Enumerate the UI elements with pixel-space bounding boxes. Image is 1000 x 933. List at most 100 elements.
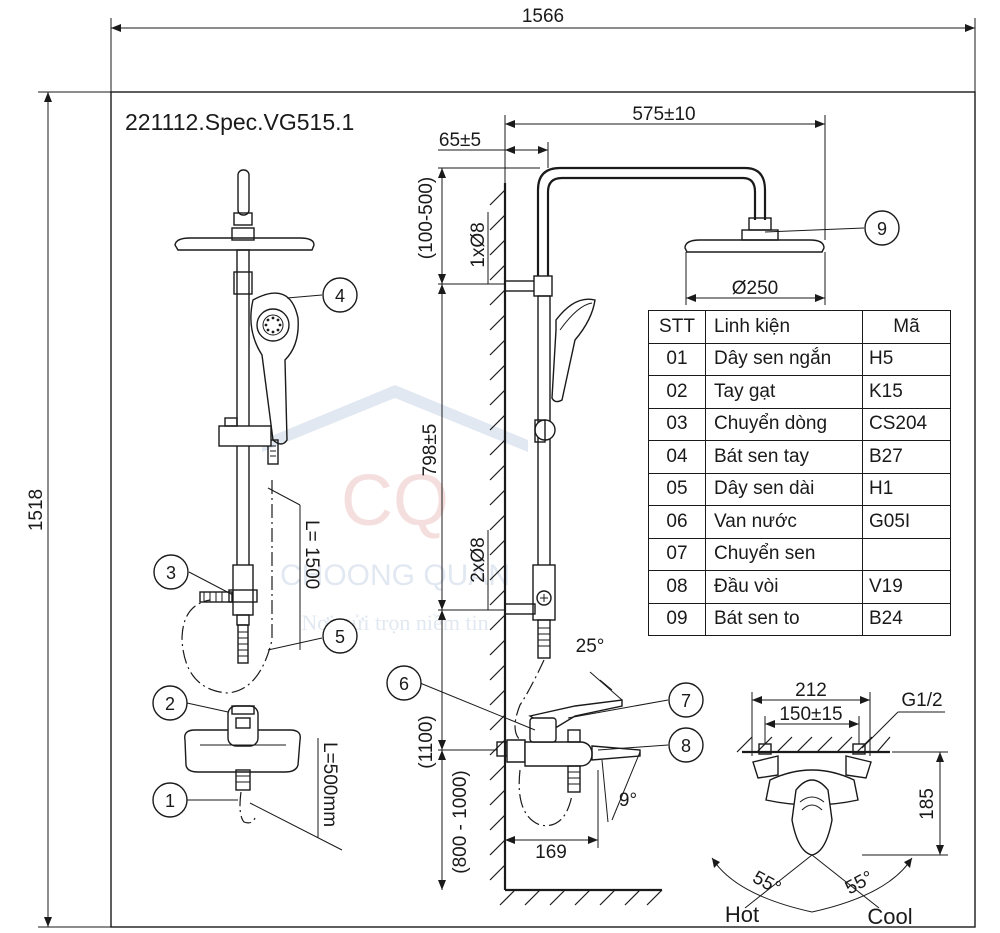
bottom-bracket-label: 2xØ8 [468, 537, 489, 582]
cool-angle-label: 55° [842, 867, 877, 899]
diverter-side [532, 564, 556, 621]
row-component: Dây sen ngắn [705, 342, 863, 376]
table-header-row: STT Linh kiện Mã [648, 310, 951, 344]
hand-shower-icon [250, 292, 299, 445]
watermark-name: CHOONG QUÂN [280, 559, 510, 592]
row-stt: 05 [648, 472, 706, 506]
front-view-shower [174, 169, 315, 824]
mixer-body-icon [184, 729, 301, 773]
top-range-label: (100-500) [416, 177, 437, 259]
spout-reach-label: 169 [535, 842, 567, 863]
row-code: H5 [862, 342, 951, 376]
rain-head-icon [174, 237, 315, 251]
row-stt: 07 [648, 537, 706, 571]
header-stt: STT [648, 310, 706, 344]
row-component: Bát sen to [705, 602, 863, 636]
row-component: Chuyển sen [705, 537, 863, 571]
row-stt: 06 [648, 505, 706, 539]
row-stt: 08 [648, 570, 706, 604]
hose-short-label: L=500mm [319, 742, 340, 827]
row-component: Dây sen dài [705, 472, 863, 506]
row-component: Van nước [705, 505, 863, 539]
spout-side [591, 745, 641, 761]
top-bracket-label: 1xØ8 [468, 222, 489, 267]
head-diameter-label: Ø250 [732, 278, 778, 299]
row-component: Tay gạt [705, 375, 863, 409]
valve-depth-label: 185 [917, 788, 938, 820]
slider-holder [218, 425, 272, 447]
callout-5: 5 [335, 627, 345, 647]
row-code: H1 [862, 472, 951, 506]
row-component: Bát sen tay [705, 440, 863, 474]
side-bar [537, 295, 551, 607]
callout-7: 7 [681, 691, 691, 711]
row-code: G05I [862, 505, 951, 539]
callout-3: 3 [166, 563, 176, 583]
floor-range-label: (800 - 1000) [450, 770, 471, 874]
callout-1: 1 [165, 791, 175, 811]
overall-width-label: 1566 [522, 6, 564, 27]
sliding-bar [236, 249, 250, 569]
mixer-side-icon [524, 741, 593, 767]
header-component: Linh kiện [705, 310, 863, 344]
row-code [862, 537, 951, 571]
rain-head-side-icon [684, 239, 825, 253]
hot-angle-label: 55° [749, 867, 784, 899]
lever-angle-label: 25° [576, 636, 605, 657]
wall-offset-label: 65±5 [439, 130, 481, 151]
cool-label: Cool [867, 904, 912, 929]
short-hose [239, 791, 256, 824]
callout-9: 9 [877, 219, 887, 239]
valve-width-label: 212 [795, 680, 827, 701]
row-stt: 09 [648, 602, 706, 636]
hand-shower-side-icon [551, 298, 596, 403]
row-stt: 03 [648, 407, 706, 441]
thread-label: G1/2 [901, 690, 942, 711]
valve-center-label: 150±15 [779, 704, 842, 725]
lever-top-icon [791, 779, 833, 856]
arm-length-label: 575±10 [632, 104, 695, 125]
side-dimensions [438, 115, 826, 890]
long-hose [181, 480, 273, 694]
side-view-shower [489, 166, 825, 906]
spout-angle-label: 9° [619, 790, 637, 811]
overall-height-label: 1518 [26, 489, 47, 531]
row-code: CS204 [862, 407, 951, 441]
mount-height-label: (1100) [416, 715, 437, 769]
watermark: CQ CHOONG QUÂN Nơi gửi trọn niềm tin [262, 385, 528, 635]
lower-bracket [504, 603, 536, 615]
row-code: B24 [862, 602, 951, 636]
callouts-side [386, 210, 900, 763]
shower-arm [536, 166, 767, 278]
row-code: V19 [862, 570, 951, 604]
callout-8: 8 [681, 736, 691, 756]
drawing-frame [38, 18, 976, 928]
hot-label: Hot [725, 902, 759, 927]
watermark-logo: CQ [341, 461, 449, 541]
top-pipe [237, 169, 250, 216]
hose-long-label: L= 1500 [301, 520, 322, 589]
row-component: Chuyển dòng [705, 407, 863, 441]
callout-6: 6 [399, 674, 409, 694]
row-code: B27 [862, 440, 951, 474]
callout-4: 4 [335, 286, 345, 306]
row-code: K15 [862, 375, 951, 409]
top-view-mixer [711, 692, 948, 913]
bar-height-label: 798±5 [420, 424, 441, 477]
spec-code: 221112.Spec.VG515.1 [125, 109, 354, 135]
callout-2: 2 [165, 694, 175, 714]
callouts-front [152, 277, 358, 818]
row-component: Đầu vòi [705, 570, 863, 604]
row-stt: 01 [648, 342, 706, 376]
